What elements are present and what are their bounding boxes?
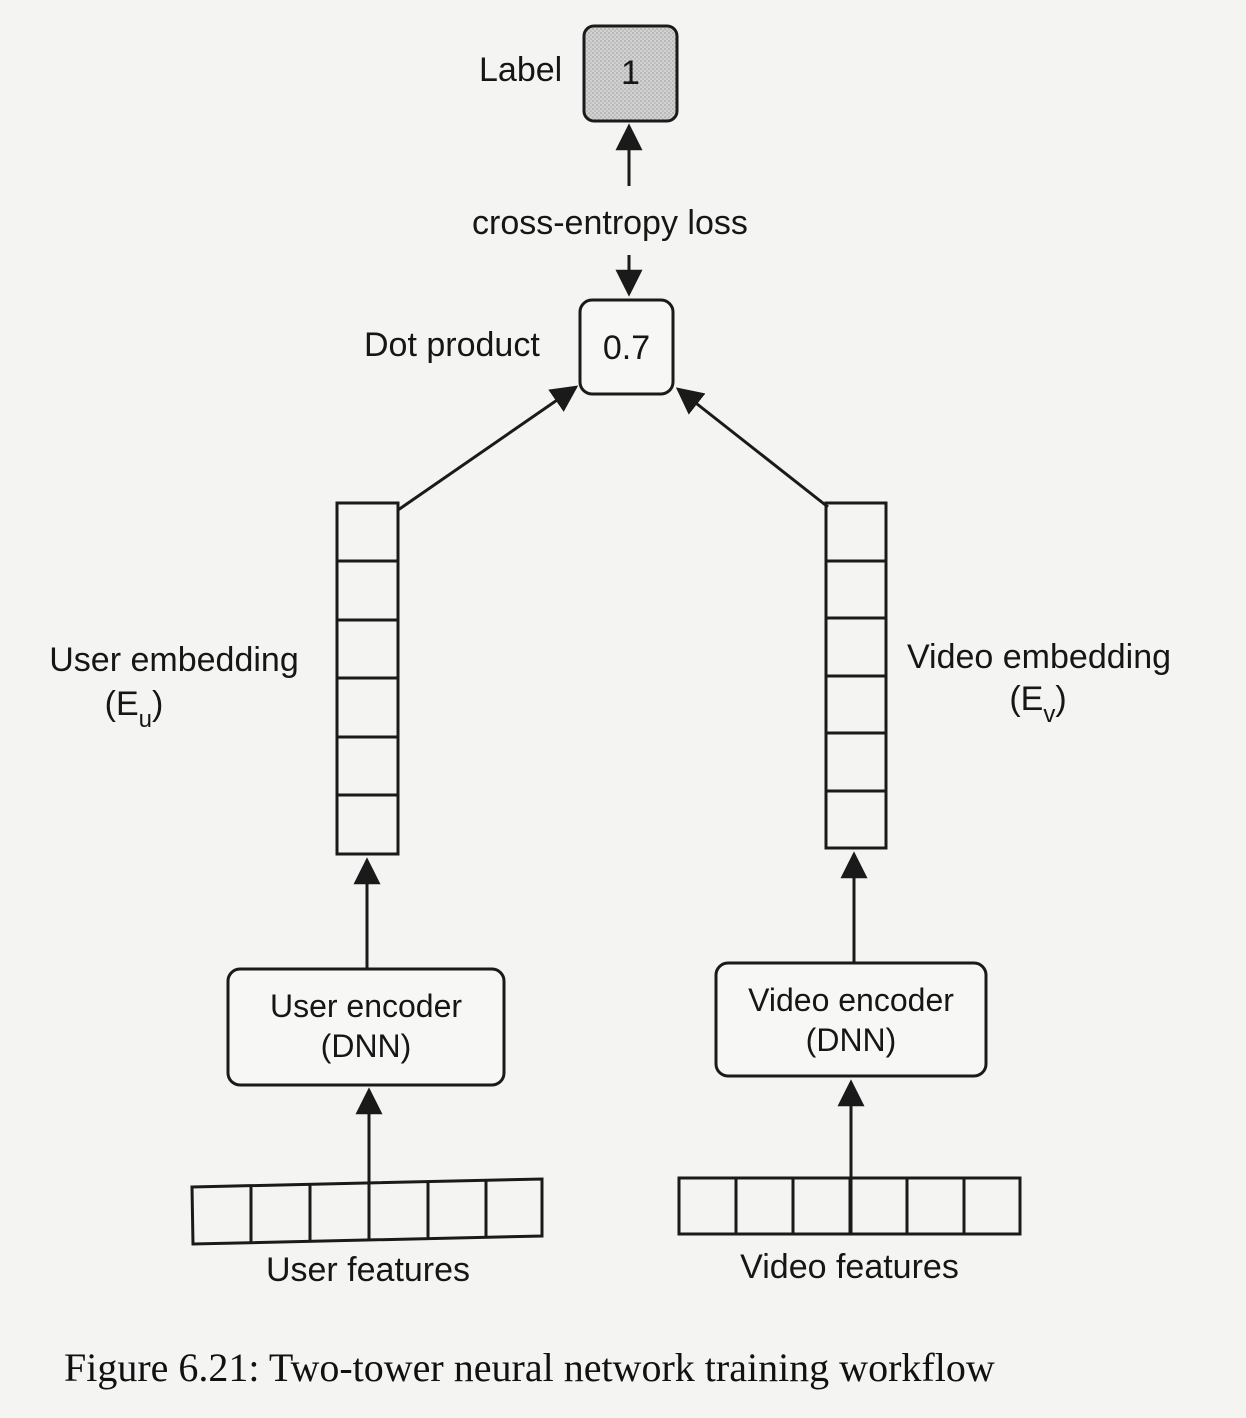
video-encoder-text: Video encoder (DNN) [716, 980, 986, 1060]
arrow-video-embedding-to-dot [675, 387, 829, 509]
loss-label: cross-entropy loss [472, 204, 748, 242]
user-embedding-symbol: (Eu) [104, 685, 164, 733]
user-encoder-box [226, 967, 506, 1087]
video-embedding-label: Video embedding (Ev) [895, 637, 1183, 728]
video-embedding-symbol: (Ev) [1009, 680, 1067, 728]
video-embedding-title: Video embedding [906, 638, 1172, 676]
label-value: 1 [621, 54, 640, 92]
user-encoder-type: (DNN) [320, 1028, 412, 1064]
user-features-label: User features [265, 1251, 471, 1289]
user-embedding-title: User embedding [49, 641, 299, 679]
label-caption: Label [479, 51, 563, 89]
video-encoder-title: Video encoder [748, 982, 954, 1018]
user-encoder-title: User encoder [269, 988, 463, 1024]
label-box [582, 24, 679, 123]
user-embedding-e: E [115, 685, 139, 723]
video-embedding-e: E [1020, 680, 1044, 718]
user-encoder-text: User encoder (DNN) [228, 986, 504, 1066]
video-encoder-box [714, 961, 988, 1078]
video-features-vector [677, 1176, 1022, 1236]
arrow-user-embedding-to-dot [397, 385, 579, 512]
user-features-vector [190, 1177, 544, 1246]
dot-product-value: 0.7 [602, 329, 651, 367]
dot-product-box [578, 298, 675, 396]
figure-caption: Figure 6.21: Two-tower neural network tr… [64, 1345, 995, 1390]
dot-product-label: Dot product [364, 326, 540, 364]
video-encoder-type: (DNN) [805, 1022, 897, 1058]
user-embedding-label: User embedding (Eu) [28, 640, 320, 733]
video-embedding-subscript: v [1043, 701, 1056, 728]
video-features-label: Video features [740, 1248, 959, 1286]
user-embedding-subscript: u [138, 706, 153, 733]
video-embedding-vector [824, 501, 888, 850]
user-embedding-vector [335, 501, 400, 856]
